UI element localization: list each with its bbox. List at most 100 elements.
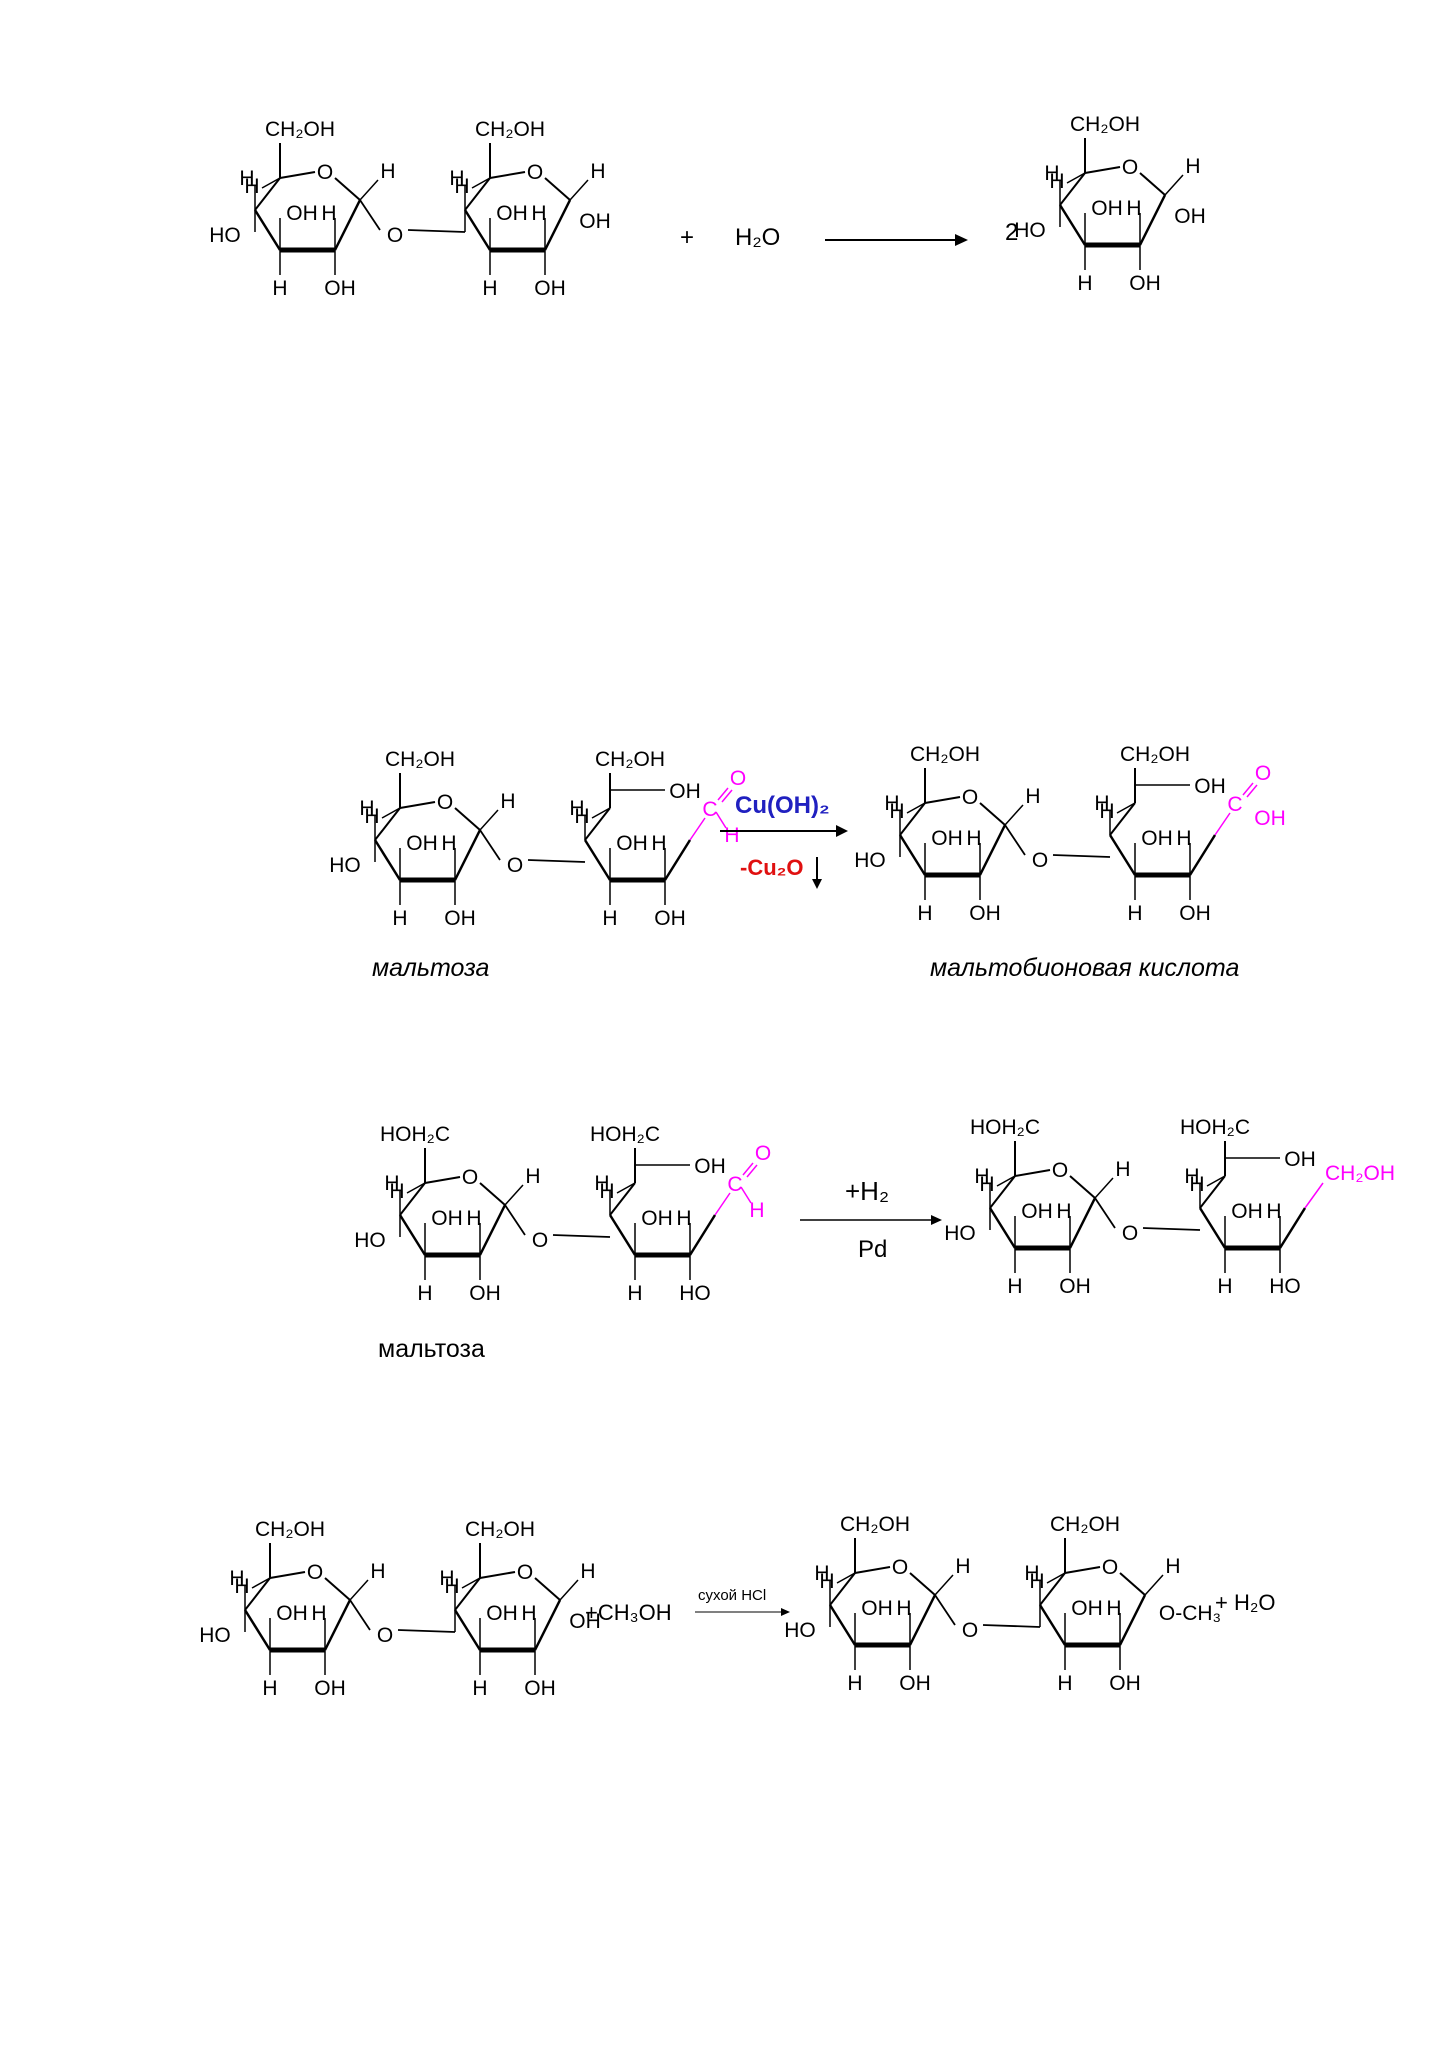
reaction-arrow — [825, 234, 968, 246]
hydroxymethyl-group: CH₂OH — [1120, 743, 1190, 766]
hydroxyl-group: OH — [469, 1282, 501, 1305]
hydroxyl-group: OH — [641, 1207, 673, 1230]
bond — [1066, 172, 1086, 184]
hydroxyl-group: HO — [679, 1282, 711, 1305]
bond — [1119, 1572, 1146, 1596]
bond — [1109, 802, 1136, 836]
condition-dry-hcl: сухой HCl — [698, 1587, 766, 1604]
atom-label: H — [1077, 272, 1092, 295]
bond — [591, 807, 611, 819]
atom-label: H — [1165, 1555, 1180, 1578]
bond — [552, 1234, 611, 1238]
bond — [978, 824, 1007, 876]
bond — [1014, 1169, 1051, 1177]
atom-label: H — [676, 1207, 691, 1230]
bond — [1164, 174, 1184, 196]
atom-label: H — [602, 907, 617, 930]
bond — [373, 839, 402, 881]
bond — [982, 1624, 1041, 1628]
hydroxyl-group: OH — [1284, 1148, 1316, 1171]
carbonyl-oxygen: O — [755, 1142, 771, 1165]
bond — [489, 171, 526, 179]
bond — [406, 1182, 426, 1194]
atom-label: H — [1266, 1200, 1281, 1223]
atom-label: H — [525, 1165, 540, 1188]
bond — [906, 802, 926, 814]
atom-label: H — [1044, 162, 1059, 185]
bond — [1206, 1175, 1226, 1187]
atom-label: H — [1007, 1275, 1022, 1298]
atom-label: H — [847, 1672, 862, 1695]
atom-label: H — [590, 160, 605, 183]
bond — [407, 229, 466, 233]
bond — [583, 839, 612, 881]
atom-label: H — [1056, 1200, 1071, 1223]
bond — [715, 811, 727, 829]
ring-oxygen: O — [1052, 1159, 1068, 1182]
reduced-hydroxymethyl-group: CH₂OH — [1325, 1162, 1395, 1185]
hydroxyl-group: OH — [1109, 1672, 1141, 1695]
bond — [829, 1572, 856, 1606]
bond — [1094, 1197, 1116, 1229]
bond — [934, 1574, 954, 1596]
hydroxymethyl-group: CH₂OH — [385, 748, 455, 771]
bond — [924, 796, 961, 804]
bond — [714, 1192, 731, 1216]
atom-label: H — [889, 800, 904, 823]
bond — [1058, 204, 1087, 246]
reactant-name: мальтоза — [378, 1335, 485, 1363]
bond — [742, 1162, 754, 1176]
atom-label: H — [466, 1207, 481, 1230]
atom-label: H — [439, 1567, 454, 1590]
bond — [836, 1572, 856, 1584]
glycosidic-oxygen: O — [1122, 1222, 1138, 1245]
hydroxyl-group: HO — [944, 1222, 976, 1245]
bond — [479, 809, 499, 831]
hydroxyl-group: OH — [899, 1672, 931, 1695]
bond — [1068, 1197, 1097, 1249]
bond — [374, 807, 401, 841]
bond — [397, 1629, 456, 1633]
bond — [253, 209, 282, 251]
bond — [689, 817, 706, 841]
bond — [399, 801, 436, 809]
atom-label: H — [896, 1597, 911, 1620]
atom-label: H — [389, 1180, 404, 1203]
bond — [1064, 1566, 1101, 1574]
bond — [608, 1214, 637, 1256]
atom-label: H — [1185, 155, 1200, 178]
atom-label: H — [262, 1677, 277, 1700]
reagent-hydrogen: +H₂ — [845, 1176, 889, 1206]
bond — [243, 1609, 272, 1651]
hydroxyl-group: OH — [286, 202, 318, 225]
glycosidic-oxygen: O — [387, 224, 403, 247]
bond — [609, 1182, 636, 1216]
hydroxyl-group: OH — [1231, 1200, 1263, 1223]
bond — [1144, 1574, 1164, 1596]
bond — [534, 1577, 561, 1601]
atom-label: H — [380, 160, 395, 183]
bond — [527, 859, 586, 863]
bond — [1094, 1177, 1114, 1199]
atom-label: H — [627, 1282, 642, 1305]
hydroxyl-group: OH — [1021, 1200, 1053, 1223]
atom-label: H — [917, 902, 932, 925]
hydroxyl-group: OH — [1174, 205, 1206, 228]
bond — [989, 1175, 1016, 1209]
hydroxyl-group: OH — [579, 210, 611, 233]
bond — [1246, 784, 1258, 798]
atom-label: H — [417, 1282, 432, 1305]
carbonyl-carbon: C — [727, 1173, 742, 1196]
bond — [688, 1214, 717, 1256]
bond — [1116, 802, 1136, 814]
bond — [251, 1577, 271, 1589]
hydroxyl-group: HO — [354, 1229, 386, 1252]
ring-oxygen: O — [527, 161, 543, 184]
ring-oxygen: O — [517, 1561, 533, 1584]
